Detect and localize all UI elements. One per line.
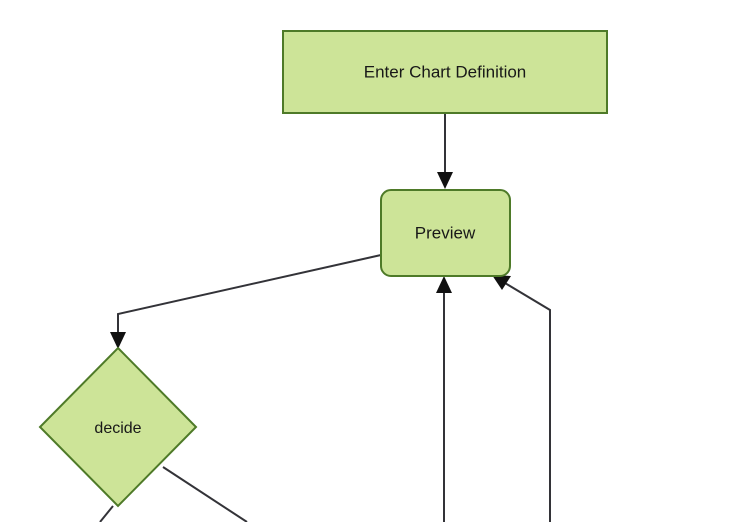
arrowhead-bottom-right-to-preview bbox=[492, 275, 511, 290]
node-shape-decide[interactable] bbox=[38, 346, 198, 508]
node-label-enter-chart-definition: Enter Chart Definition bbox=[364, 62, 527, 81]
node-label-decide: decide bbox=[94, 420, 141, 437]
edge-enter-to-preview bbox=[437, 113, 453, 189]
node-enter-chart-definition[interactable]: Enter Chart Definition bbox=[282, 30, 608, 114]
node-shape-preview[interactable] bbox=[380, 189, 511, 277]
edge-decide-bottom-branch bbox=[99, 505, 114, 522]
node-shape-enter-chart-definition[interactable] bbox=[282, 30, 608, 114]
node-preview[interactable]: Preview bbox=[380, 189, 511, 277]
edge-path-decide-bottom-branch bbox=[99, 505, 114, 522]
arrowhead-enter-to-preview bbox=[437, 172, 453, 189]
edge-path-preview-to-decide bbox=[117, 254, 382, 334]
edge-bottom-center-to-preview bbox=[436, 276, 452, 522]
edge-decide-right-branch bbox=[162, 466, 248, 522]
edge-path-decide-right-branch bbox=[162, 466, 248, 522]
node-label-preview: Preview bbox=[415, 223, 476, 242]
arrowhead-bottom-center-to-preview bbox=[436, 276, 452, 293]
edge-preview-to-decide bbox=[110, 254, 382, 349]
node-decide[interactable]: decide bbox=[38, 346, 198, 508]
arrowhead-preview-to-decide bbox=[110, 332, 126, 349]
edge-bottom-right-to-preview bbox=[492, 275, 551, 522]
edge-path-bottom-right-to-preview bbox=[504, 282, 551, 522]
